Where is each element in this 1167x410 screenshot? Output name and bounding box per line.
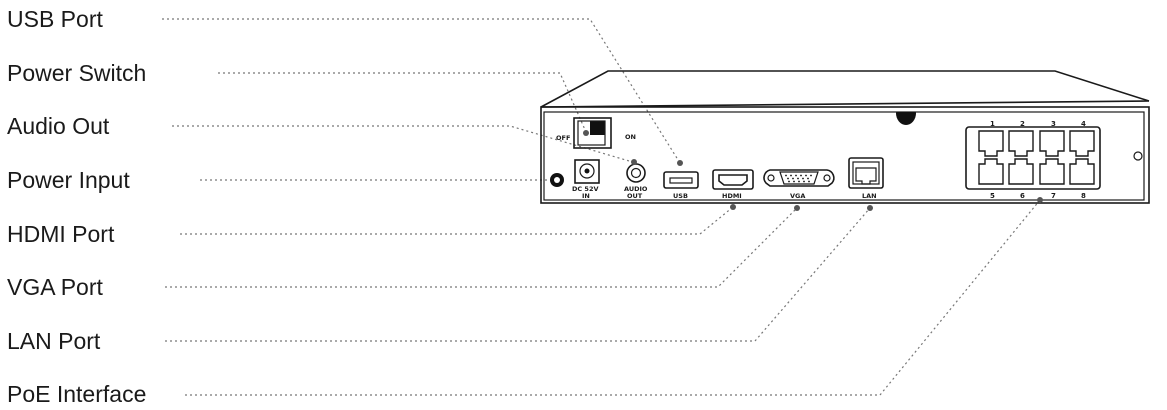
poe-num-4: 4	[1081, 120, 1086, 128]
power-switch-rocker	[590, 121, 605, 135]
chassis-inner-frame	[543, 111, 1145, 201]
leader-vga	[165, 207, 798, 288]
callout-poe-interface: PoE Interface	[7, 381, 146, 407]
poe-num-1: 1	[990, 120, 995, 128]
leader-usb	[162, 18, 681, 164]
dc-label-line2: IN	[582, 192, 590, 200]
poe-port-4	[1069, 130, 1095, 157]
callout-audio-out: Audio Out	[7, 113, 110, 139]
leader-audio-out	[172, 125, 637, 164]
vga-port-shell	[763, 169, 835, 187]
poe-num-8: 8	[1081, 192, 1086, 200]
lan-port-frame	[848, 157, 884, 189]
vga-pointer-dot	[794, 205, 800, 211]
callout-power-switch: Power Switch	[7, 60, 146, 86]
hdmi-port-socket	[718, 174, 748, 186]
lan-port: LAN	[848, 157, 884, 211]
hdmi-label: HDMI	[722, 192, 742, 200]
power-input: DC 52V IN	[550, 159, 600, 200]
poe-num-5: 5	[990, 192, 995, 200]
callout-vga-port: VGA Port	[7, 274, 103, 300]
power-switch: OFF ON	[556, 117, 636, 149]
usb-port: USB	[663, 160, 699, 200]
vga-screw-right	[823, 174, 831, 182]
poe-num-3: 3	[1051, 120, 1056, 128]
leader-lines	[162, 18, 1041, 396]
poe-port-1	[978, 130, 1004, 157]
poe-port-8	[1069, 158, 1095, 185]
power-switch-housing	[573, 117, 612, 149]
vga-port: VGA	[763, 169, 835, 211]
poe-port-2	[1008, 130, 1034, 157]
usb-port-housing	[663, 171, 699, 189]
lan-port-socket	[855, 167, 877, 185]
vga-label: VGA	[790, 192, 805, 200]
poe-port-5	[978, 158, 1004, 185]
poe-interface: 1 2 3 4 5 6 7 8	[965, 120, 1101, 203]
vga-port-socket	[779, 171, 819, 185]
leader-poe	[185, 199, 1041, 396]
usb-port-tongue	[669, 177, 693, 184]
audio-pointer-dot	[631, 159, 637, 165]
callout-usb-port: USB Port	[7, 6, 103, 32]
lan-label: LAN	[862, 192, 877, 200]
audio-label-line1: AUDIO	[624, 185, 648, 193]
dc-label-line1: DC 52V	[572, 185, 599, 193]
top-notch-round	[896, 113, 916, 125]
power-switch-on-label: ON	[625, 133, 636, 141]
chassis-top-edge	[540, 100, 1150, 108]
ground-screw	[1133, 151, 1143, 161]
leader-power-switch	[218, 72, 587, 133]
poe-port-6	[1008, 158, 1034, 185]
poe-port-7	[1039, 158, 1065, 185]
poe-port-3	[1039, 130, 1065, 157]
audio-jack-outer	[626, 163, 646, 183]
audio-out-port: AUDIO OUT	[624, 159, 648, 200]
poe-num-2: 2	[1020, 120, 1025, 128]
lan-pointer-dot	[867, 205, 873, 211]
hdmi-pointer-dot	[730, 204, 736, 210]
leader-lan	[165, 207, 871, 342]
vga-pins	[785, 174, 812, 183]
poe-num-7: 7	[1051, 192, 1056, 200]
callout-power-input: Power Input	[7, 167, 130, 193]
power-ring-inner	[554, 177, 560, 183]
poe-block-frame	[965, 126, 1101, 190]
dc-jack-housing	[574, 159, 600, 184]
poe-num-6: 6	[1020, 192, 1025, 200]
hdmi-port-frame	[712, 169, 754, 190]
audio-jack-inner	[630, 167, 642, 179]
usb-pointer-dot	[677, 160, 683, 166]
poe-port-grid	[978, 130, 1095, 185]
dc-jack-socket	[579, 163, 595, 179]
power-switch-rocker-base	[577, 120, 606, 146]
poe-pointer-dot	[1037, 197, 1043, 203]
usb-label: USB	[673, 192, 688, 200]
callout-lan-port: LAN Port	[7, 328, 101, 354]
dc-jack-pin	[584, 168, 590, 174]
callout-hdmi-port: HDMI Port	[7, 221, 115, 247]
chassis-rear-panel	[540, 106, 1150, 204]
power-switch-pointer-dot	[583, 130, 589, 136]
chassis-top	[540, 70, 1150, 108]
leader-hdmi	[180, 206, 734, 235]
nvr-chassis	[540, 70, 1150, 204]
audio-label-line2: OUT	[627, 192, 643, 200]
power-switch-off-label: OFF	[556, 134, 570, 142]
vga-screw-left	[767, 174, 775, 182]
hdmi-port: HDMI	[712, 169, 754, 210]
